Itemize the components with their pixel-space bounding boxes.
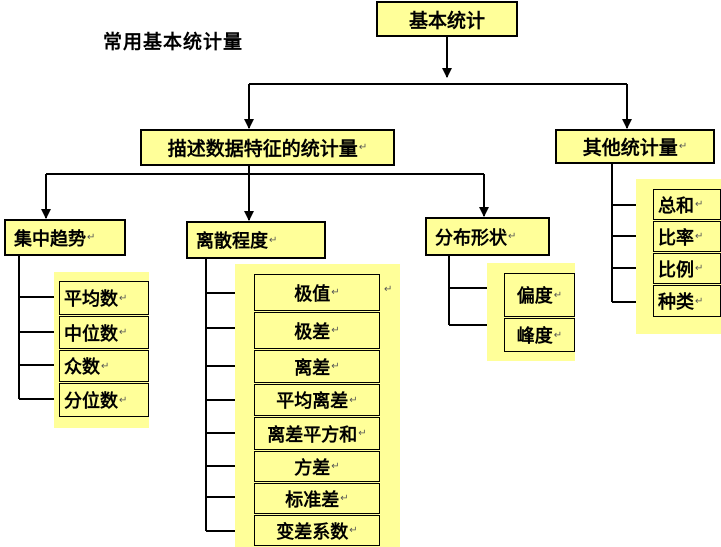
paragraph-mark: ↵ (553, 329, 563, 341)
leaf-skewness: 偏度 ↵ (504, 273, 575, 317)
node-dispersion-label: 离散程度 (196, 231, 268, 252)
paragraph-mark: ↵ (508, 231, 517, 242)
leaf-median: 中位数 ↵ (59, 316, 149, 349)
paragraph-mark: ↵ (340, 493, 349, 504)
node-descriptive-statistics-label: 描述数据特征的统计量 (167, 138, 358, 160)
paragraph-mark: ↵ (331, 287, 340, 298)
leaf-coefficient-of-variation-label: 变差系数 (276, 521, 349, 543)
paragraph-mark: ↵ (101, 360, 110, 372)
paragraph-mark: ↵ (553, 289, 563, 301)
paragraph-mark: ↵ (331, 325, 340, 336)
leaf-range: 极差 ↵ (254, 312, 380, 349)
node-other-statistics-label: 其他统计量 (582, 137, 678, 159)
leaf-kurtosis: 峰度 ↵ (504, 318, 575, 352)
leaf-proportion: 比例 ↵ (653, 253, 721, 284)
node-dispersion: 离散程度 ↵ (186, 221, 326, 259)
leaf-sum-of-squares-label: 离差平方和 (267, 424, 358, 446)
leaf-ratio: 比率 ↵ (653, 221, 721, 252)
leaf-total: 总和 ↵ (653, 189, 721, 220)
leaf-quantile-label: 分位数 (64, 391, 118, 412)
paragraph-mark: ↵ (119, 394, 128, 406)
node-distribution-shape: 分布形状 ↵ (425, 217, 550, 256)
paragraph-mark: ↵ (331, 461, 340, 472)
node-central-tendency-label: 集中趋势 (14, 228, 86, 250)
leaf-category-label: 种类 (658, 292, 694, 313)
leaf-kurtosis-label: 峰度 (516, 326, 553, 347)
leaf-standard-deviation: 标准差 ↵ (254, 483, 380, 514)
paragraph-mark: ↵ (695, 231, 704, 242)
diagram-caption: 常用基本统计量 (103, 31, 244, 53)
paragraph-mark: ↵ (331, 361, 340, 372)
leaf-standard-deviation-label: 标准差 (285, 489, 340, 511)
leaf-total-label: 总和 (658, 195, 694, 217)
leaf-mode-label: 众数 (64, 357, 100, 378)
leaf-variance: 方差 ↵ (254, 451, 380, 482)
paragraph-mark: ↵ (87, 232, 96, 243)
leaf-median-label: 中位数 (64, 323, 118, 345)
leaf-coefficient-of-variation: 变差系数 ↵ (254, 515, 380, 546)
node-central-tendency: 集中趋势 ↵ (4, 219, 126, 256)
leaf-extreme-value-label: 极值 (294, 283, 331, 305)
leaf-range-label: 极差 (294, 321, 331, 343)
paragraph-mark: ↵ (119, 327, 128, 338)
leaf-mean: 平均数 ↵ (59, 281, 149, 315)
leaf-variance-label: 方差 (294, 457, 331, 479)
leaf-deviation: 离差 ↵ (254, 350, 380, 383)
paragraph-mark: ↵ (695, 263, 704, 274)
paragraph-mark: ↵ (269, 234, 278, 246)
paragraph-mark: ↵ (695, 199, 704, 210)
paragraph-mark: ↵ (349, 394, 358, 406)
leaf-mean-deviation: 平均离差 ↵ (254, 384, 380, 416)
leaf-skewness-label: 偏度 (516, 286, 553, 307)
leaf-ratio-label: 比率 (658, 227, 694, 249)
leaf-mean-deviation-label: 平均离差 (276, 391, 349, 412)
leaf-deviation-label: 离差 (294, 357, 331, 379)
paragraph-mark: ↵ (695, 295, 704, 307)
node-basic-statistics-label: 基本统计 (408, 9, 485, 32)
leaf-category: 种类 ↵ (653, 285, 721, 317)
node-descriptive-statistics: 描述数据特征的统计量 ↵ (140, 129, 395, 166)
paragraph-mark: ↵ (384, 284, 393, 295)
leaf-extreme-value: 极值 ↵ (254, 274, 380, 311)
node-basic-statistics: 基本统计 (376, 1, 518, 37)
leaf-sum-of-squares: 离差平方和 ↵ (254, 417, 380, 450)
leaf-mean-label: 平均数 (64, 289, 118, 310)
paragraph-mark: ↵ (678, 141, 688, 152)
node-distribution-shape-label: 分布形状 (435, 227, 507, 249)
node-other-statistics: 其他统计量 ↵ (555, 129, 715, 164)
paragraph-mark: ↵ (358, 428, 367, 439)
paragraph-mark: ↵ (119, 292, 128, 304)
leaf-proportion-label: 比例 (658, 259, 694, 281)
paragraph-mark: ↵ (349, 525, 358, 536)
leaf-mode: 众数 ↵ (59, 350, 149, 382)
paragraph-mark: ↵ (358, 142, 368, 153)
leaf-quantile: 分位数 ↵ (59, 383, 149, 417)
